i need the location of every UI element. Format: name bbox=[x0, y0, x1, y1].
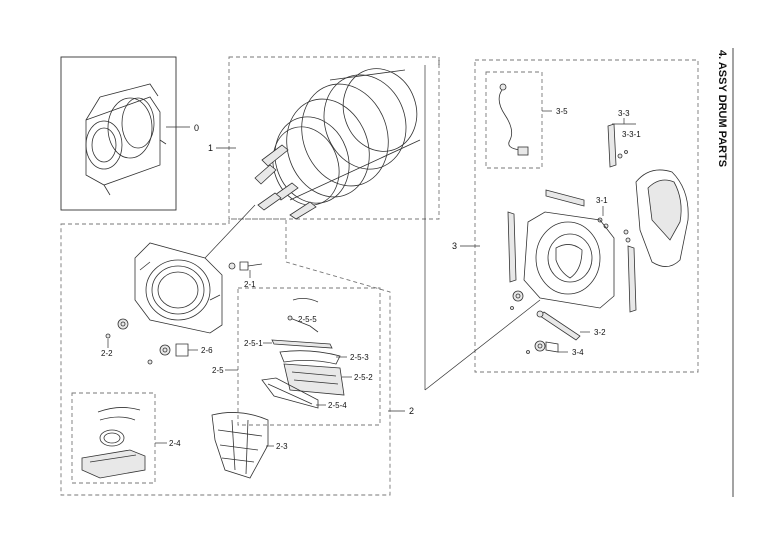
assembly-0-drawing bbox=[85, 83, 167, 196]
rear-duct-drawing bbox=[635, 169, 689, 267]
drum-assembly-drawing bbox=[254, 68, 421, 220]
label-3-2: 3-2 bbox=[594, 328, 606, 337]
side-bracket-right-drawing bbox=[627, 245, 637, 313]
label-0: 0 bbox=[194, 123, 199, 133]
label-2-5-2: 2-5-2 bbox=[354, 373, 373, 382]
part-2-5-3-drawing bbox=[279, 350, 341, 365]
label-2-5-3: 2-5-3 bbox=[350, 353, 369, 362]
side-bracket-left-drawing bbox=[507, 211, 517, 283]
group-3-5-box bbox=[485, 71, 543, 169]
group-2-box bbox=[60, 218, 391, 496]
part-3-2-drawing bbox=[536, 310, 581, 341]
label-2-6: 2-6 bbox=[201, 346, 213, 355]
label-3: 3 bbox=[452, 241, 457, 251]
part-2-3-drawing bbox=[211, 412, 269, 479]
part-2-1-drawing bbox=[228, 261, 263, 271]
label-2-5-4: 2-5-4 bbox=[328, 401, 347, 410]
label-2-5-5: 2-5-5 bbox=[298, 315, 317, 324]
part-2-5-2-drawing bbox=[283, 363, 345, 396]
label-2-1: 2-1 bbox=[244, 280, 256, 289]
label-3-3: 3-3 bbox=[618, 109, 630, 118]
label-3-3-1: 3-3-1 bbox=[622, 130, 641, 139]
leader-frame-drum bbox=[204, 204, 256, 259]
label-2-5: 2-5 bbox=[212, 366, 224, 375]
part-heater-strip-drawing bbox=[545, 189, 585, 207]
label-2-3: 2-3 bbox=[276, 442, 288, 451]
label-3-1: 3-1 bbox=[596, 196, 608, 205]
label-2-2: 2-2 bbox=[101, 349, 113, 358]
part-3-3-drawing bbox=[607, 123, 628, 168]
label-1: 1 bbox=[208, 143, 213, 153]
rear-frame-drawing bbox=[523, 211, 615, 309]
label-2-4: 2-4 bbox=[169, 439, 181, 448]
part-2-4-drawing bbox=[81, 407, 146, 479]
group-1-box bbox=[228, 56, 440, 220]
part-bearing-drawing bbox=[510, 290, 524, 310]
part-3-4-drawing bbox=[526, 340, 559, 354]
group-3-box bbox=[474, 59, 699, 373]
part-2-5-5-drawing bbox=[287, 298, 319, 333]
part-2-5-4-drawing bbox=[261, 377, 319, 409]
part-3-5-drawing bbox=[498, 83, 529, 156]
leader-drum-rear bbox=[424, 299, 541, 391]
group-2-4-box bbox=[71, 392, 156, 484]
front-frame-drawing bbox=[134, 242, 223, 334]
label-2-5-1: 2-5-1 bbox=[244, 339, 263, 348]
label-3-4: 3-4 bbox=[572, 348, 584, 357]
label-3-5: 3-5 bbox=[556, 107, 568, 116]
part-2-5-1-drawing bbox=[271, 339, 333, 349]
label-2: 2 bbox=[409, 406, 414, 416]
assembly-0-box bbox=[60, 56, 177, 211]
part-2-2-drawing bbox=[105, 318, 129, 339]
group-2-5-box bbox=[237, 287, 381, 426]
part-2-6-drawing bbox=[147, 343, 189, 365]
